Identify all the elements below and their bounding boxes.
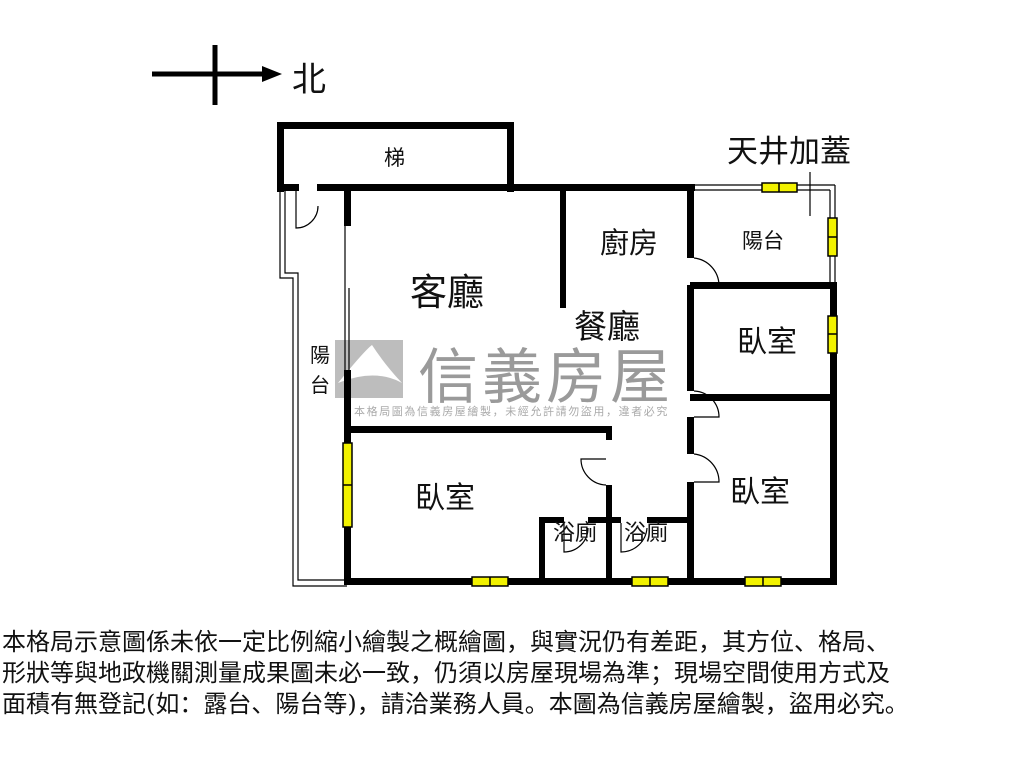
room-label-balcony-right: 陽台 — [742, 229, 784, 253]
doors — [295, 191, 720, 553]
door-entrance — [295, 191, 319, 229]
room-label-living-room: 客廳 — [410, 271, 484, 314]
room-label-bedroom-2: 臥室 — [737, 325, 797, 360]
door-balcony — [693, 257, 720, 286]
north-arrow — [152, 45, 282, 105]
compass-north-label: 北 — [292, 60, 326, 100]
room-label-bedroom-3: 臥室 — [730, 475, 790, 510]
watermark-brand: 信義房屋 — [418, 343, 674, 413]
door-bedroom-1 — [580, 458, 607, 486]
door-bedroom-2 — [693, 390, 720, 418]
watermark-notice: 本格局圖為信義房屋繪製，未經允許請勿盜用，違者必究 — [354, 404, 669, 418]
room-label-covered-light-well: 天井加蓋 — [727, 134, 851, 170]
windows — [342, 182, 838, 587]
door-bathroom-1 — [563, 523, 589, 553]
room-label-stairs: 梯 — [384, 146, 405, 170]
room-label-bathroom-1: 浴廁 — [553, 521, 597, 546]
room-label-bathroom-2: 浴廁 — [624, 521, 668, 546]
room-label-balcony-left-1: 陽 — [310, 343, 330, 367]
door-bathroom-2 — [620, 523, 648, 553]
room-label-dining-room: 餐廳 — [574, 307, 640, 346]
disclaimer-line-3: 面積有無登記(如：露台、陽台等)，請洽業務人員。本圖為信義房屋繪製，盜用必究。 — [2, 690, 909, 718]
room-label-balcony-left-2: 台 — [310, 373, 330, 397]
disclaimer-line-2: 形狀等與地政機關測量成果圖未必一致，仍須以房屋現場為準；現場空間使用方式及 — [2, 659, 890, 687]
disclaimer-line-1: 本格局示意圖係未依一定比例縮小繪製之概繪圖，與實況仍有差距，其方位、格局、 — [2, 628, 890, 656]
room-label-kitchen: 廚房 — [600, 226, 658, 260]
door-bedroom-3 — [693, 453, 720, 483]
room-label-bedroom-1: 臥室 — [415, 481, 475, 516]
